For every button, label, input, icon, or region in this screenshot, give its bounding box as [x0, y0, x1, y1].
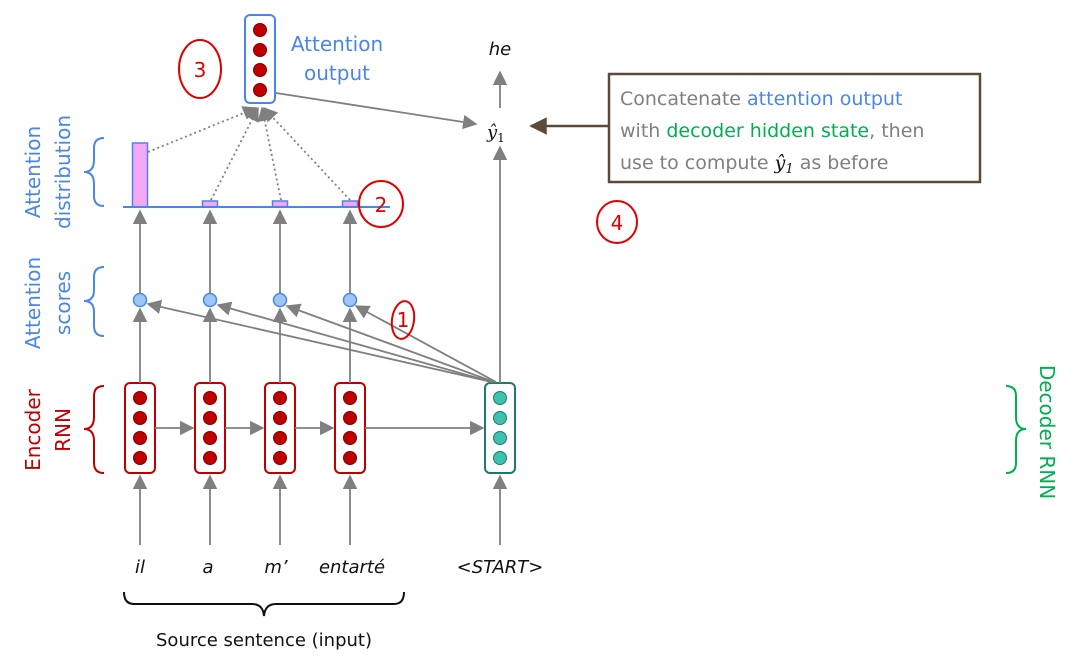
- source-words: il a m’ entarté <START>: [135, 557, 543, 578]
- attention-scores-label-2: scores: [51, 271, 75, 335]
- source-sentence-label: Source sentence (input): [156, 630, 372, 651]
- decoder-input-word: <START>: [457, 557, 544, 578]
- decoder-label: Decoder RNN: [1035, 365, 1059, 499]
- encoder-cell-2: [194, 382, 226, 474]
- attention-weighting-dotted: [147, 106, 351, 201]
- attention-distribution-label-2: distribution: [51, 115, 75, 229]
- attention-output-label-2: output: [304, 61, 370, 85]
- attention-output-vector: [244, 14, 276, 104]
- annotation-1: 1: [390, 300, 416, 340]
- decoder-cell: [484, 382, 516, 474]
- attention-output-label-1: Attention: [291, 32, 383, 56]
- output-word: he: [489, 39, 511, 60]
- encoder-cells: [124, 382, 366, 474]
- annotation-3: 3: [178, 39, 222, 99]
- source-word-4: entarté: [319, 557, 385, 578]
- annotation-1-text: 1: [397, 308, 410, 332]
- brace-encoder: [83, 385, 105, 474]
- annotation-2: 2: [358, 180, 404, 228]
- encoder-to-score-arrows: [132, 307, 358, 383]
- source-word-3: m’: [264, 557, 288, 578]
- source-word-1: il: [135, 557, 145, 578]
- attention-scores-label-1: Attention: [21, 257, 45, 349]
- attention-score-nodes: [132, 292, 358, 308]
- input-arrows: [132, 474, 508, 545]
- encoder-label: Encoder RNN: [21, 388, 75, 471]
- brace-source-sentence: [123, 591, 405, 617]
- attention-distribution-label: Attention distribution: [21, 115, 75, 229]
- output-yhat: ŷ1: [486, 122, 505, 145]
- brace-attention-scores: [83, 266, 105, 337]
- attention-output-to-yhat-arrow: [275, 92, 478, 130]
- decoder-label-text: Decoder RNN: [1035, 365, 1059, 499]
- attention-distribution-label-1: Attention: [21, 126, 45, 218]
- brace-decoder: [1005, 385, 1027, 474]
- brace-attention-distribution: [83, 137, 105, 207]
- source-word-2: a: [202, 557, 213, 578]
- callout-line-1: Concatenate attention output: [620, 88, 902, 110]
- encoder-cell-3: [264, 382, 296, 474]
- annotation-2-text: 2: [375, 193, 388, 217]
- callout-box: Concatenate attention output with decode…: [607, 72, 982, 184]
- encoder-cell-1: [124, 382, 156, 474]
- callout-line-2: with decoder hidden state, then: [620, 120, 924, 142]
- callout-line-3: use to compute ŷ1 as before: [620, 152, 888, 177]
- score-to-distribution-arrows: [132, 209, 358, 293]
- annotation-4: 4: [596, 200, 638, 244]
- annotation-4-text: 4: [611, 211, 624, 235]
- encoder-label-1: Encoder: [21, 388, 45, 471]
- attention-scores-label: Attention scores: [21, 257, 75, 349]
- encoder-cell-4: [334, 382, 366, 474]
- braces: [83, 137, 1027, 617]
- attention-distribution-bars: [131, 142, 359, 208]
- decoder-to-score-arrows: [146, 299, 497, 383]
- encoder-label-2: RNN: [51, 408, 75, 452]
- attention-bar-1: [131, 142, 149, 208]
- annotation-3-text: 3: [194, 58, 207, 82]
